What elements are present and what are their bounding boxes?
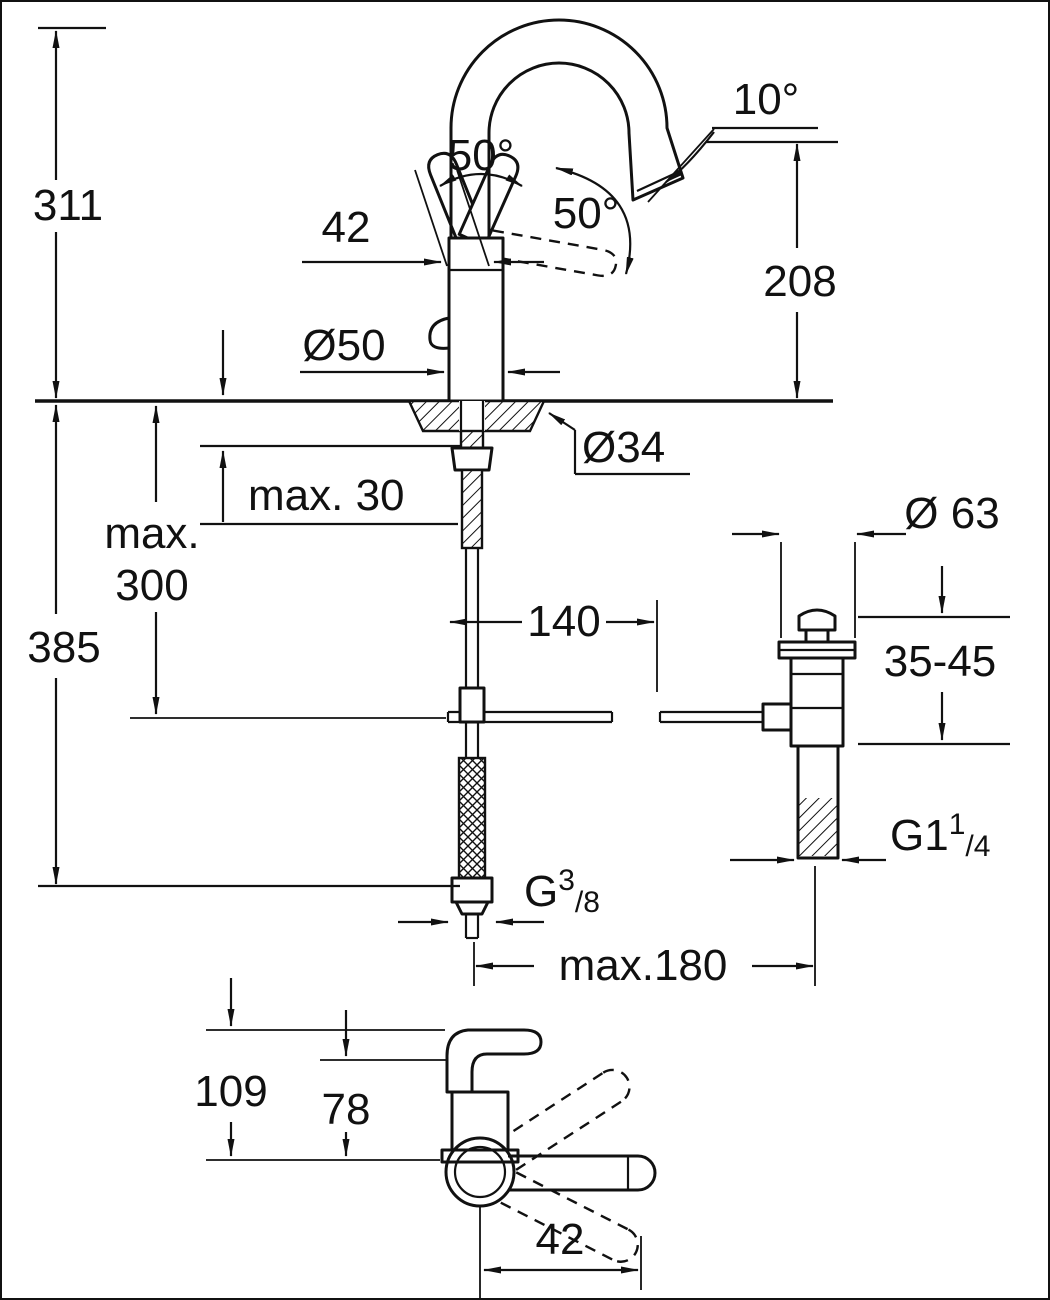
- dimension-lines: [38, 26, 1010, 1298]
- popup-stem: [804, 628, 830, 644]
- dim-handle-width-42: 42: [322, 203, 371, 252]
- front-spout-cap: [637, 1154, 657, 1192]
- dim-drain-diameter-63: Ø 63: [904, 489, 999, 538]
- dim-max-span-180: max.180: [559, 941, 728, 990]
- dim-spout-angle-10: 10°: [733, 75, 800, 124]
- dim-front-offset-42: 42: [536, 1215, 585, 1264]
- faucet-side-view: [407, 18, 685, 940]
- front-handle: [445, 1028, 543, 1094]
- dim-max-30: max. 30: [248, 471, 405, 520]
- rod-tee: [458, 686, 486, 724]
- dim-depth-385: 385: [27, 623, 100, 672]
- dim-hole-diameter-34: Ø34: [582, 423, 665, 472]
- dim-drain-thread-g114: G11/4: [890, 808, 990, 863]
- dim-height-311: 311: [33, 181, 103, 230]
- front-escutcheon-inner: [453, 1145, 507, 1199]
- dim-drain-deck-35-45: 35-45: [884, 637, 997, 686]
- threaded-rod: [460, 468, 484, 550]
- rod-port: [761, 702, 793, 732]
- dimension-labels: 311 385 max. 300 max. 30 42 50° 50° 10° …: [27, 75, 999, 1264]
- dim-supply-thread-g38: G3/8: [524, 864, 600, 919]
- hose-nut: [450, 876, 494, 904]
- dim-swivel-angle-50-right: 50°: [553, 189, 620, 238]
- faucet-front-view: [440, 1028, 657, 1263]
- dim-front-height-109: 109: [194, 1067, 267, 1116]
- body-side-detail: [428, 316, 450, 350]
- front-body: [450, 1090, 510, 1152]
- dim-reach-140: 140: [527, 597, 600, 646]
- drain-assembly: [658, 608, 857, 860]
- supply-hose: [457, 756, 487, 880]
- drain-body: [789, 656, 845, 748]
- dim-max-300-line2: 300: [115, 561, 188, 610]
- dim-swivel-angle-50-left: 50°: [448, 131, 515, 180]
- popup-knob: [797, 608, 837, 632]
- dim-max-300-line1: max.: [104, 509, 199, 558]
- dim-outlet-height-208: 208: [763, 257, 836, 306]
- spout-outline: [449, 18, 685, 240]
- spout-swing-upper: [496, 1068, 631, 1171]
- dim-front-height-78: 78: [322, 1085, 371, 1134]
- tailpiece-thread: [799, 798, 837, 856]
- shank-through-hole: [459, 401, 485, 431]
- mounting-nut: [450, 446, 494, 472]
- dim-body-diameter-50: Ø50: [302, 321, 385, 370]
- spout-swing-lower: [500, 1171, 639, 1263]
